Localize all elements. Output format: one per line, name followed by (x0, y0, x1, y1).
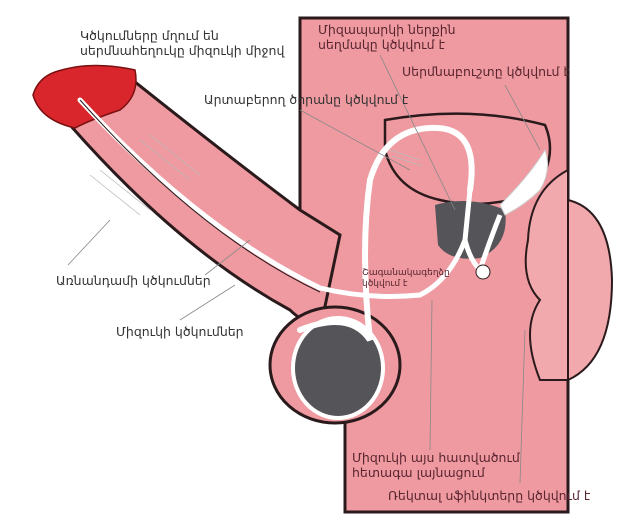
label-prostate: Շագանակագեղձը կծկվում է (362, 268, 450, 290)
label-line: Շագանակագեղձը (362, 268, 450, 278)
label-line: հետագա լայնացում (352, 465, 485, 480)
seminal-vesicle (499, 148, 549, 216)
vas-deferens (297, 124, 475, 342)
label-urethra-widening: Միզուկի այս հատվածում հետագա լայնացում (352, 450, 520, 480)
testis (291, 316, 385, 420)
label-penile-contractions: Առնանդամի կծկումներ (56, 273, 211, 288)
label-line: կծկվում է (362, 279, 408, 289)
leader-lines (67, 54, 541, 484)
urethra (77, 97, 473, 299)
label-line: Միզուկի այս հատվածում (352, 450, 520, 465)
label-rectal-sphincter: Ռեկտալ սֆինկտերը կծկվում է (388, 488, 591, 503)
label-urethral-contractions: Միզուկի կծկումներ (116, 324, 244, 339)
label-line: Միզապարկի ներքին (318, 22, 456, 37)
urethra-outline (79, 99, 321, 293)
buttock-region (567, 198, 614, 382)
label-line: սեղմակը կծկվում է (318, 37, 445, 52)
contraction-marks (89, 134, 423, 216)
label-contractions-push: Կծկումները մղում են սերմնահեղուկը միզուկ… (80, 28, 284, 58)
label-seminal-vesicle: Սերմնաբուշտը կծկվում է (402, 64, 570, 79)
bulbourethral-gland (475, 264, 491, 280)
label-bladder-sphincter: Միզապարկի ներքին սեղմակը կծկվում է (318, 22, 456, 52)
label-vas-deferens: Արտաբերող ծորանը կծկվում է (204, 92, 409, 107)
rectum-region (524, 168, 569, 381)
label-line: սերմնահեղուկը միզուկի միջով (80, 43, 285, 58)
label-line: Կծկումները մղում են (80, 28, 219, 43)
